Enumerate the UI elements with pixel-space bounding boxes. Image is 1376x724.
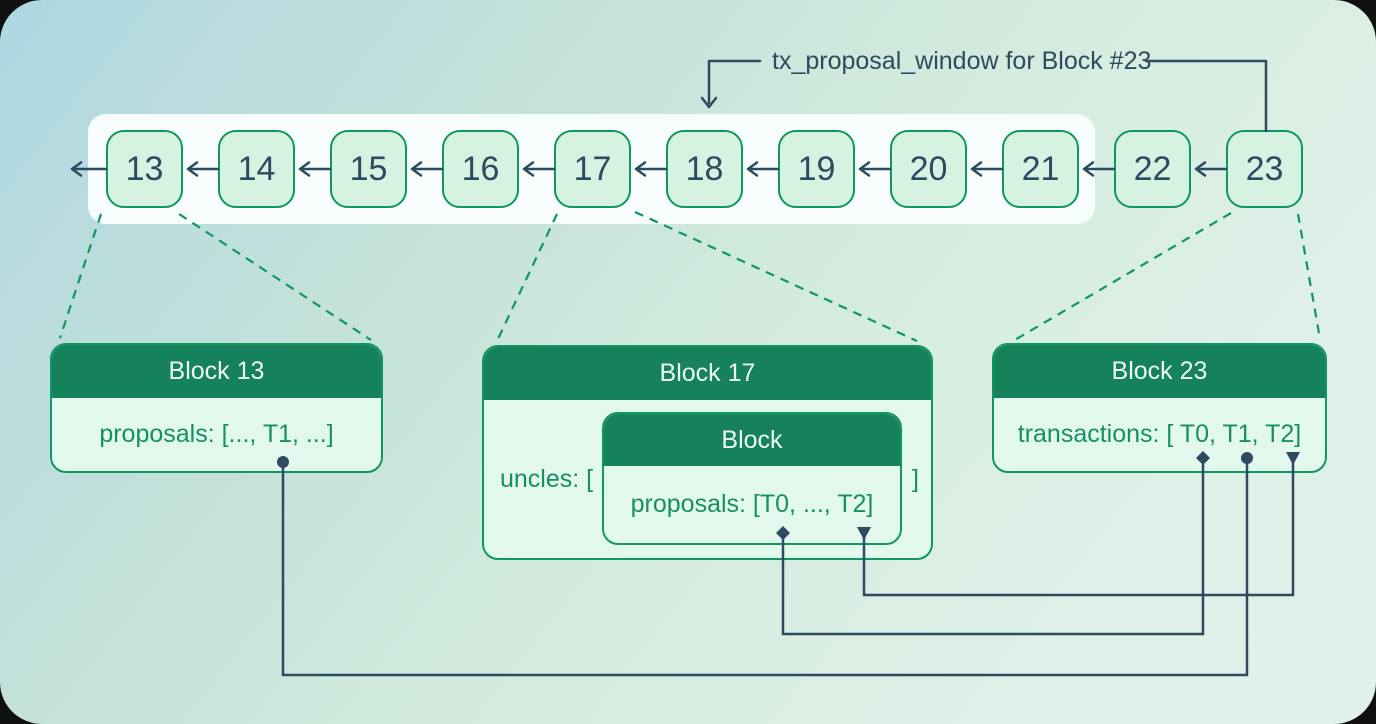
uncle-block-panel-title: Block bbox=[604, 414, 900, 466]
chain-block-17: 17 bbox=[554, 130, 631, 208]
uncles-close-bracket-text: ] bbox=[912, 465, 919, 493]
dashed-line-13-left bbox=[58, 213, 103, 339]
uncle-block-proposals-text: proposals: [T0, ..., T2] bbox=[630, 490, 874, 518]
block-23-transactions-text: transactions: [ T0, T1, T2] bbox=[1017, 420, 1302, 448]
chain-block-23: 23 bbox=[1226, 130, 1303, 208]
block-13-panel: Block 13 proposals: [..., T1, ...] bbox=[50, 343, 383, 473]
arrow-left-icon bbox=[1194, 161, 1228, 177]
dashed-line-13-right bbox=[178, 213, 372, 341]
chain-block-18: 18 bbox=[666, 130, 743, 208]
chain-block-20: 20 bbox=[890, 130, 967, 208]
dashed-line-17-right bbox=[634, 210, 918, 343]
block-13-proposals-text: proposals: [..., T1, ...] bbox=[99, 420, 334, 448]
chain-block-16: 16 bbox=[442, 130, 519, 208]
uncle-block-panel: Block proposals: [T0, ..., T2] bbox=[602, 412, 902, 545]
block-17-panel-title: Block 17 bbox=[484, 347, 931, 400]
dashed-expansion-lines bbox=[58, 210, 1322, 343]
uncles-open-bracket-text: uncles: [ bbox=[500, 465, 594, 493]
chain-block-19: 19 bbox=[778, 130, 855, 208]
pointer-left-line bbox=[707, 59, 762, 105]
chain-block-22: 22 bbox=[1114, 130, 1191, 208]
chain-block-21: 21 bbox=[1002, 130, 1079, 208]
block-17-panel: Block 17 uncles: [ Block proposals: [T0,… bbox=[482, 345, 933, 560]
block-23-panel-title: Block 23 bbox=[994, 345, 1325, 398]
tx-proposal-window-label: tx_proposal_window for Block #23 bbox=[772, 47, 1152, 75]
chain-block-13: 13 bbox=[106, 130, 183, 208]
dashed-line-23-left bbox=[1012, 212, 1232, 342]
dashed-line-23-right bbox=[1296, 213, 1322, 340]
block-23-panel: Block 23 transactions: [ T0, T1, T2] bbox=[992, 343, 1327, 473]
block-13-panel-title: Block 13 bbox=[52, 345, 381, 398]
pointer-right-line bbox=[1144, 59, 1268, 133]
arrow-down-icon bbox=[700, 96, 718, 109]
chain-block-15: 15 bbox=[330, 130, 407, 208]
chain-block-14: 14 bbox=[218, 130, 295, 208]
dashed-line-17-left bbox=[496, 213, 558, 342]
